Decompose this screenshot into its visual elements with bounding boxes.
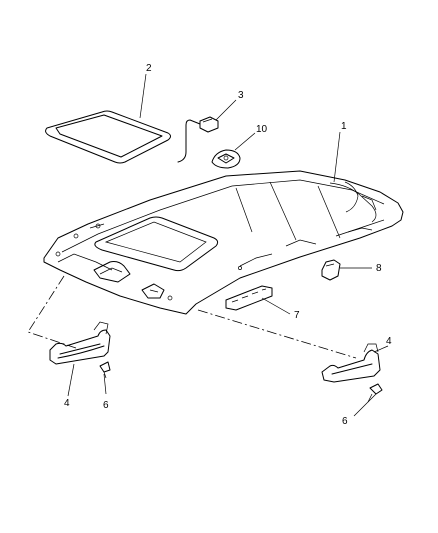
screw-left [99,361,111,379]
callout-6-left: 6 [103,400,109,411]
badge [225,285,273,311]
assist-handle-left [49,321,111,365]
callout-10: 10 [256,124,268,135]
callout-6-right: 6 [342,416,348,427]
screw-right [367,383,383,403]
headliner [43,170,404,315]
bracket [211,149,241,169]
assist-handle-right [321,343,381,383]
callout-1: 1 [341,121,347,132]
callout-3: 3 [238,90,244,101]
clip [321,259,341,281]
callout-7: 7 [294,310,300,321]
switch-connector [177,116,219,163]
leader-lines [67,73,389,417]
callout-8: 8 [376,263,382,274]
reference-line-right [197,309,357,359]
callout-4-right: 4 [386,336,392,347]
reference-line-left [27,275,77,349]
sunroof-trim-ring [45,110,171,164]
callout-4-left: 4 [64,398,70,409]
callout-2: 2 [146,63,152,74]
